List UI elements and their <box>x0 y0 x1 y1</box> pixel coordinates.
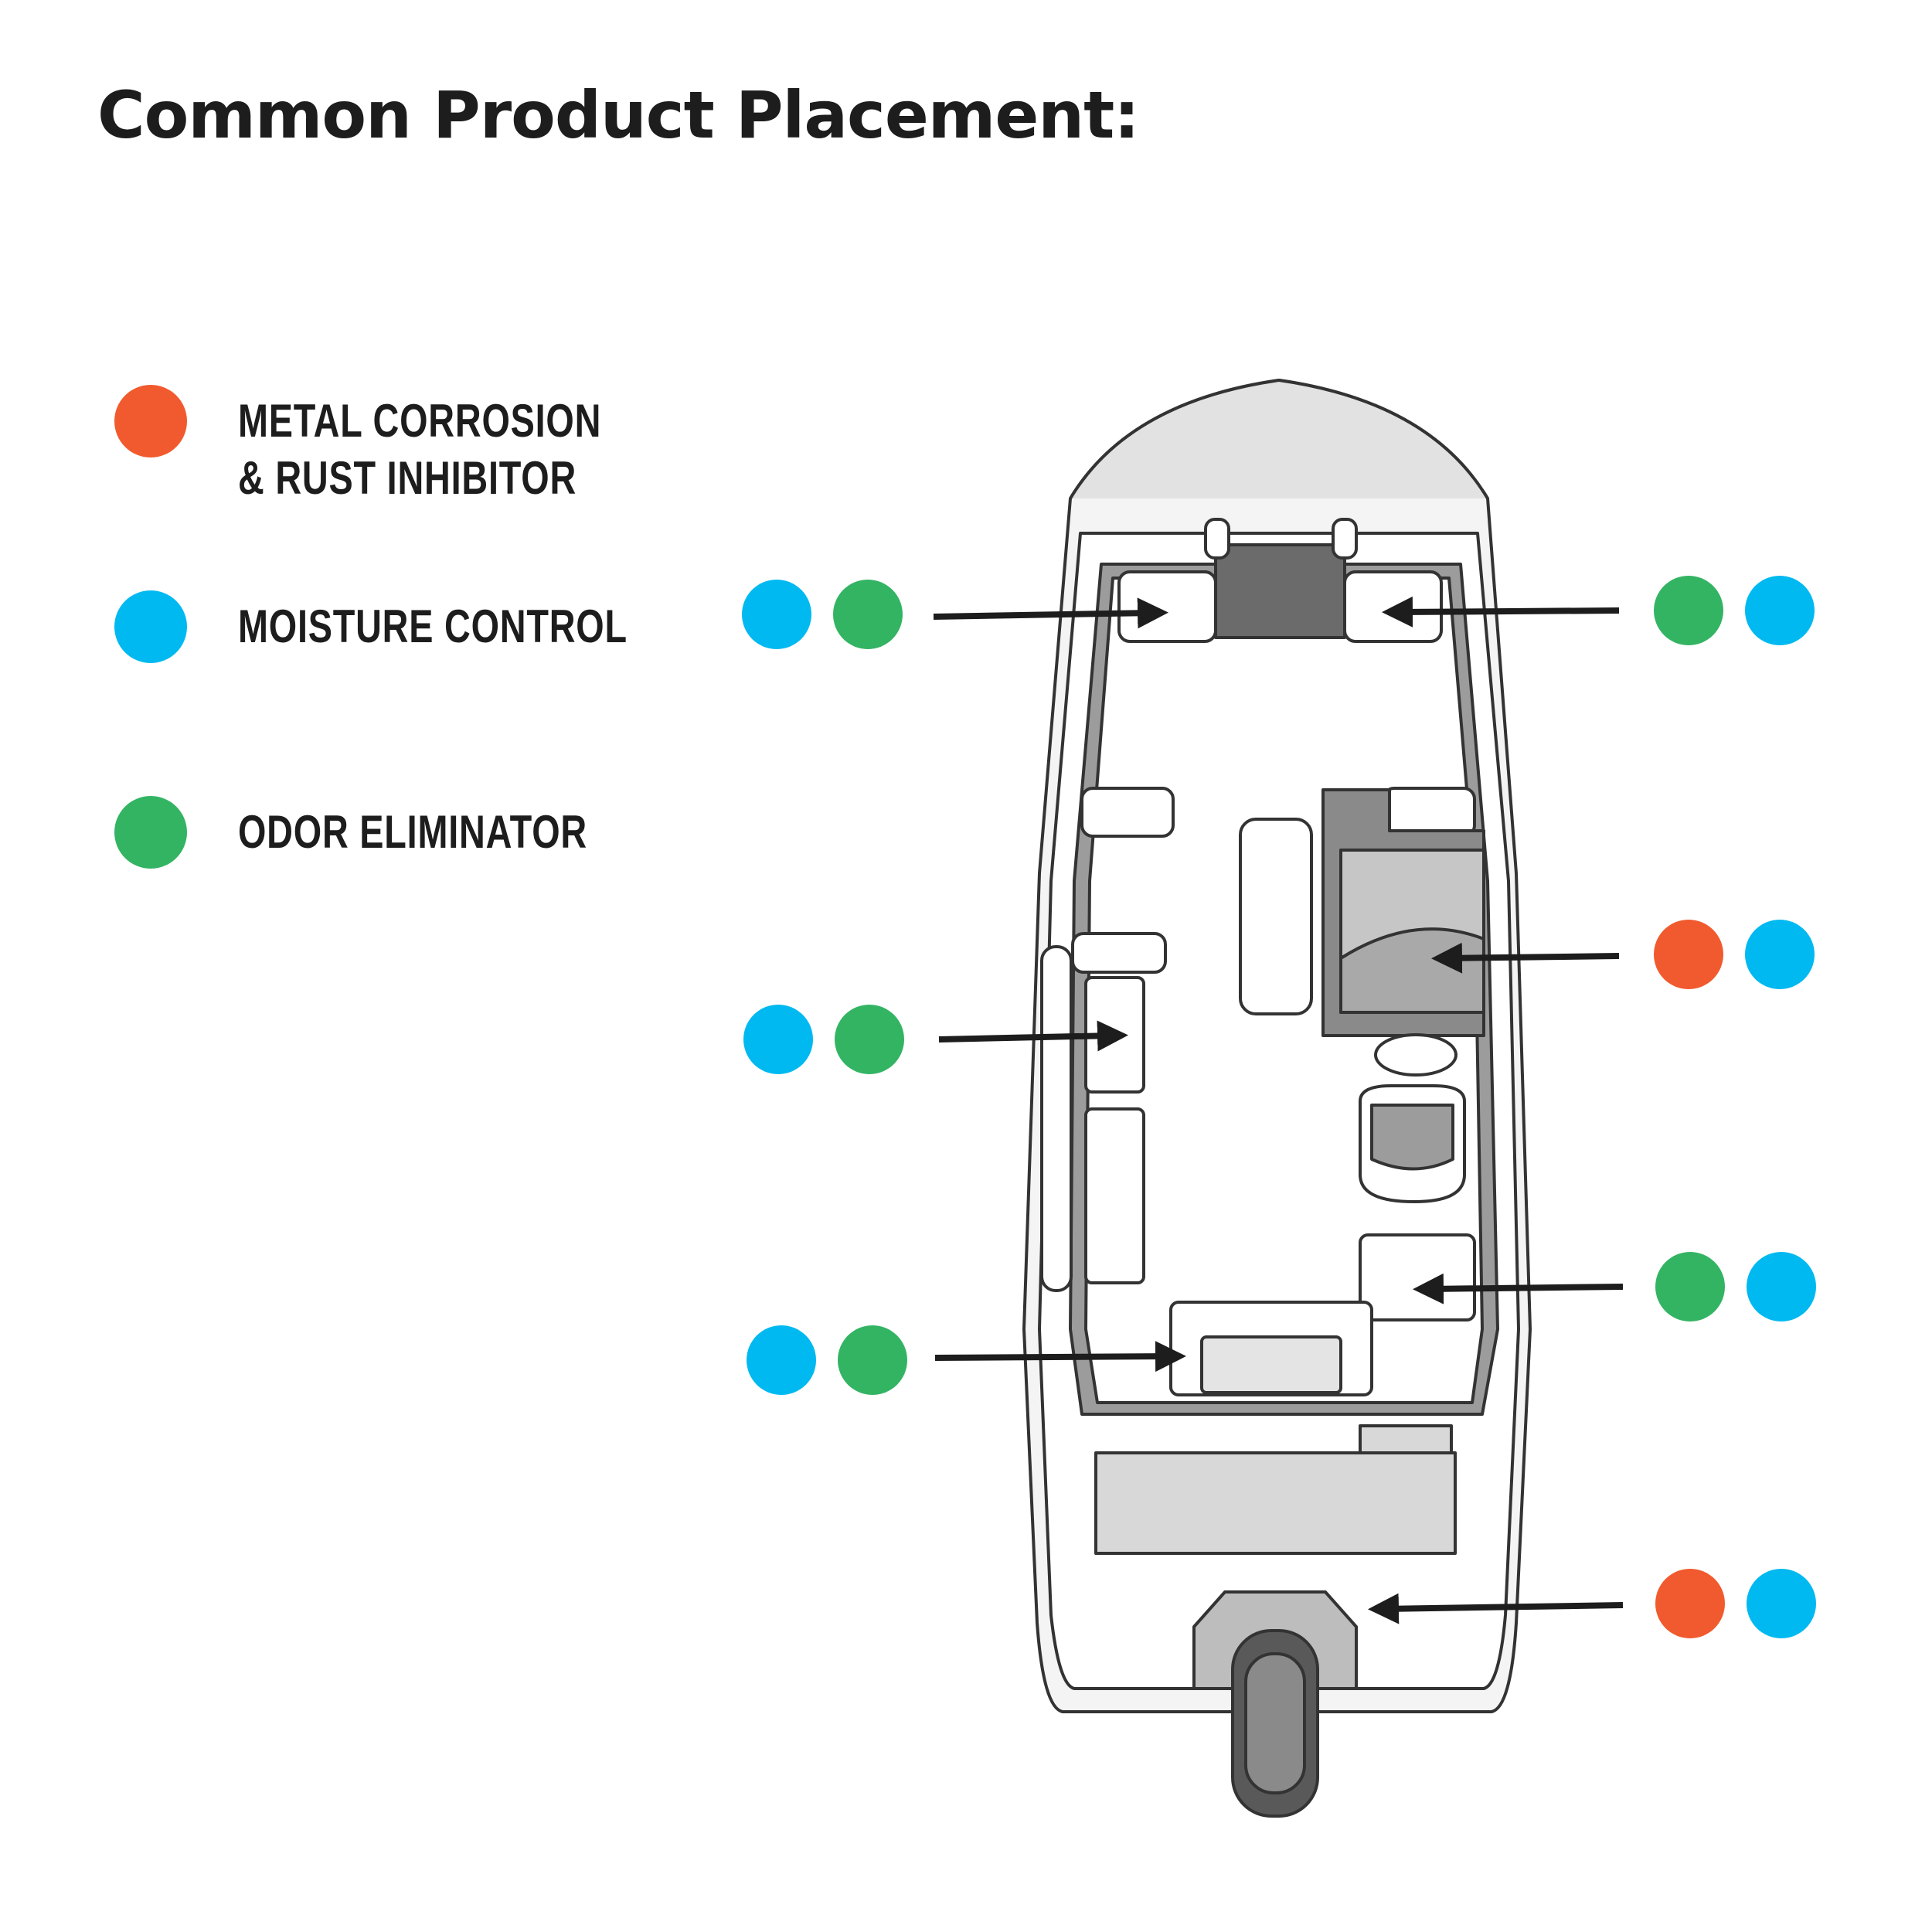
placement-bow-starboard-seat <box>1654 576 1836 645</box>
legend-label-metal-line2: & RUST INHIBITOR <box>238 452 577 504</box>
dot-moisture <box>1745 576 1815 645</box>
port-lounge-back <box>1080 787 1175 838</box>
windshield <box>1069 379 1489 500</box>
placement-stern-engine-well <box>1655 1569 1838 1638</box>
bow-cushion-port <box>1204 518 1230 560</box>
dot-moisture <box>742 580 811 649</box>
legend-item-odor: ODOR ELIMINATOR <box>114 796 685 869</box>
legend-item-moisture: MOISTURE CONTROL <box>114 590 737 663</box>
port-side-storage-box-lower <box>1084 1107 1145 1284</box>
arrow-aft-port-seat <box>934 1341 1186 1372</box>
placement-helm-console <box>1654 920 1836 989</box>
placement-starboard-aft-storage <box>1655 1252 1838 1321</box>
arrow-helm-console <box>1431 942 1620 974</box>
legend-label-moisture: MOISTURE CONTROL <box>238 598 628 655</box>
dot-moisture <box>1745 920 1815 989</box>
aft-bench-hatch <box>1200 1335 1342 1394</box>
dot-odor <box>833 580 903 649</box>
bow-center-hatch <box>1214 543 1346 639</box>
dot-odor <box>1654 576 1723 645</box>
page-title: Common Product Placement: <box>97 77 1140 153</box>
dot-odor <box>838 1325 907 1395</box>
arrow-starboard-aft-storage <box>1413 1273 1624 1304</box>
helm-seat-back <box>1370 1104 1454 1171</box>
arrow-port-storage <box>938 1020 1128 1052</box>
legend-dot-odor <box>114 796 187 869</box>
dot-odor <box>835 1005 904 1074</box>
port-lounge-cushion <box>1071 932 1167 974</box>
legend-label-moisture-line1: MOISTURE CONTROL <box>238 600 628 652</box>
legend-label-metal: METAL CORROSION & RUST INHIBITOR <box>238 393 601 507</box>
dot-moisture <box>1747 1569 1816 1638</box>
legend-label-odor-line1: ODOR ELIMINATOR <box>238 806 587 858</box>
transom-seat <box>1094 1451 1457 1555</box>
arrow-bow-port <box>933 597 1168 629</box>
placement-port-side-storage <box>743 1005 926 1074</box>
legend-label-odor: ODOR ELIMINATOR <box>238 804 587 861</box>
arrow-bow-starboard <box>1382 596 1620 628</box>
placement-bow-port-seat <box>742 580 924 649</box>
legend-dot-moisture <box>114 590 187 663</box>
dot-moisture <box>743 1005 813 1074</box>
legend-item-metal: METAL CORROSION & RUST INHIBITOR <box>114 385 704 507</box>
outboard-motor-cover <box>1244 1652 1306 1794</box>
dot-odor <box>1655 1252 1725 1321</box>
dot-moisture <box>1747 1252 1816 1321</box>
dot-moisture <box>747 1325 816 1395</box>
bow-cushion-starboard <box>1332 518 1358 560</box>
arrow-stern-engine-well <box>1368 1593 1624 1624</box>
legend-label-metal-line1: METAL CORROSION <box>238 395 602 447</box>
legend-dot-metal <box>114 385 187 457</box>
placement-aft-port-seat <box>747 1325 929 1395</box>
steering-wheel <box>1374 1033 1458 1077</box>
transom-step <box>1359 1424 1453 1454</box>
dot-metal <box>1655 1569 1725 1638</box>
port-side-rail <box>1040 945 1073 1292</box>
center-hatch <box>1239 818 1313 1015</box>
dot-metal <box>1654 920 1723 989</box>
